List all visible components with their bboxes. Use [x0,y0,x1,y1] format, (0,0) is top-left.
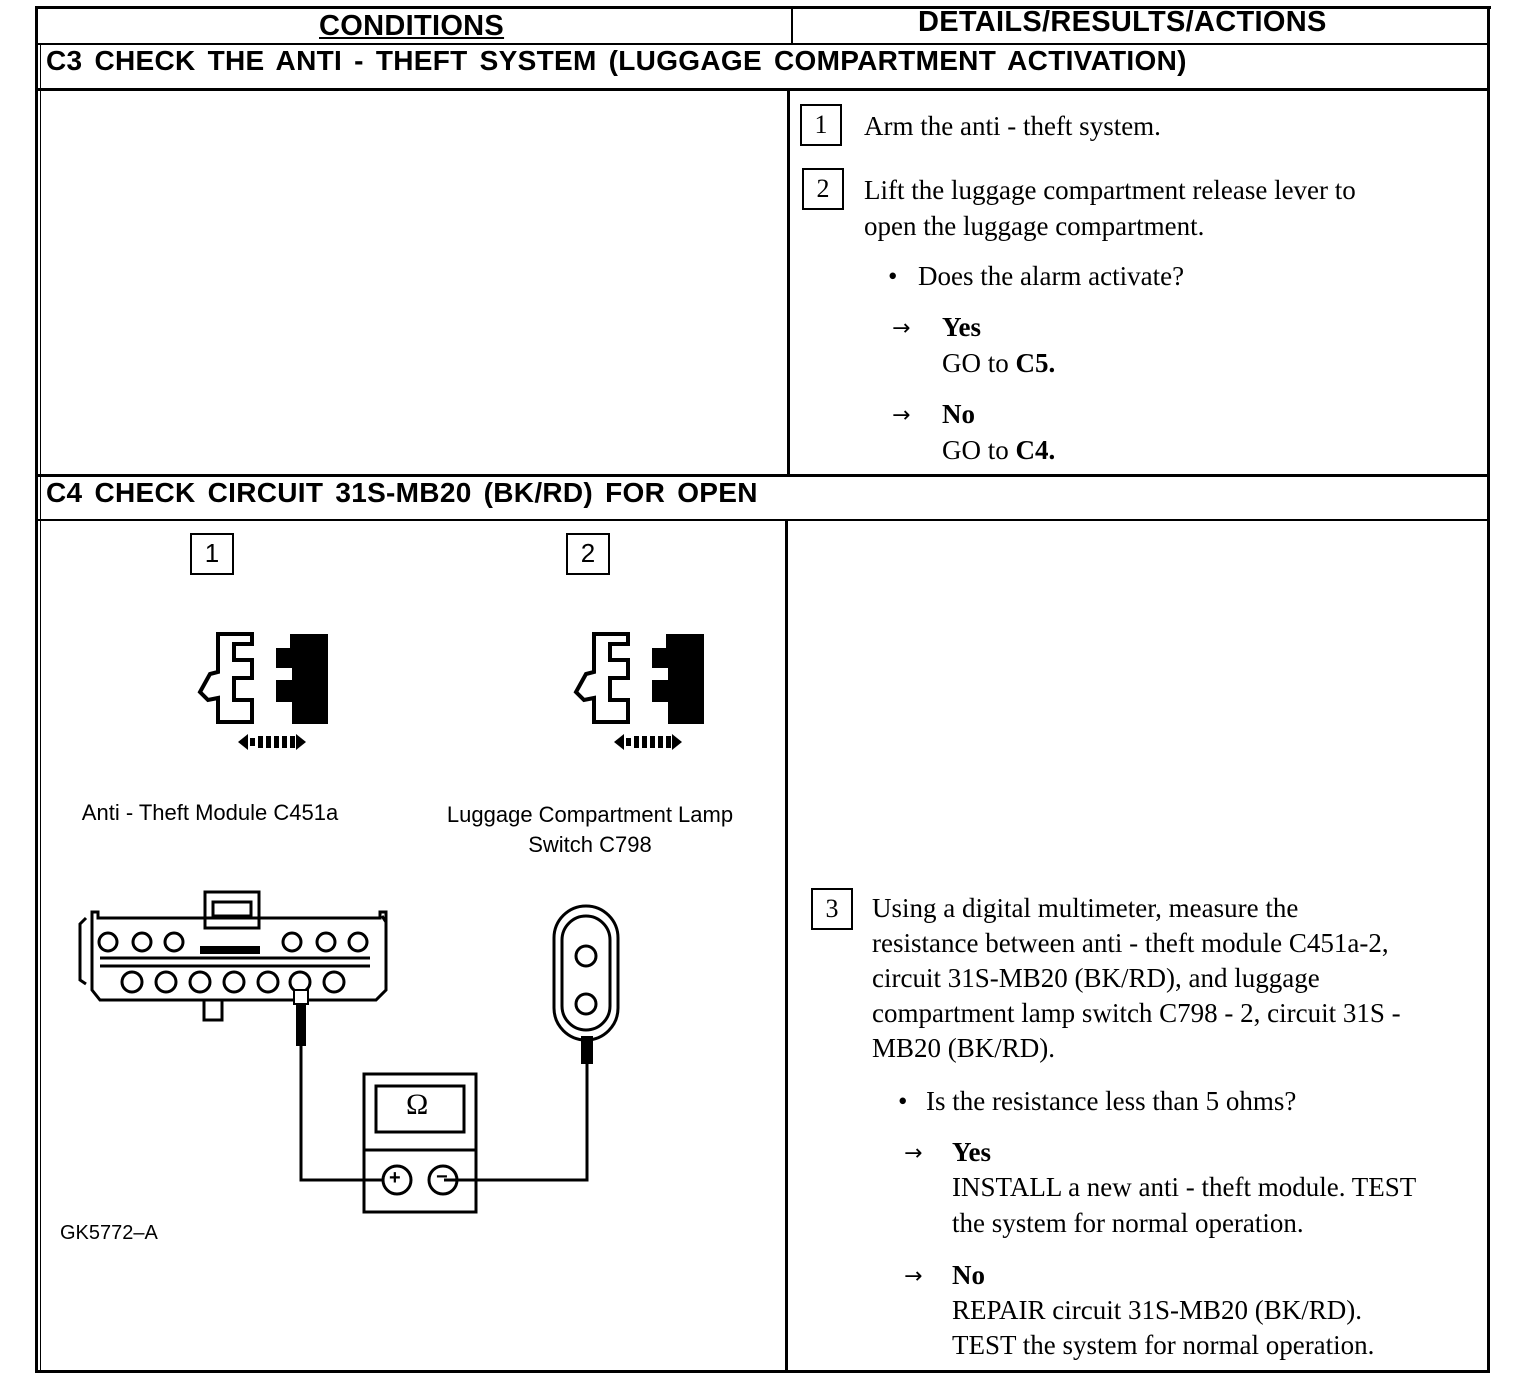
c4-no-action-line1: REPAIR circuit 31S-MB20 (BK/RD). [952,1295,1363,1325]
lamp-switch-c798 [552,904,620,1042]
figure-id: GK5772–A [60,1222,158,1244]
c4-step3-line2: resistance between anti - theft module C… [872,928,1389,958]
c3-section-title: C3 CHECK THE ANTI - THEFT SYSTEM (LUGGAG… [46,45,1187,76]
connector-diagram [78,632,704,1214]
c3-no-label: No [942,399,975,429]
header-column-divider [791,6,793,44]
plus-terminal-icon: + [389,1167,401,1189]
c4-step3-number: 3 [811,888,853,930]
minus-terminal-icon: − [436,1166,448,1188]
disconnect-connector-icon-2 [573,632,704,750]
details-header: DETAILS/RESULTS/ACTIONS [918,6,1327,38]
digital-multimeter [362,1072,478,1214]
c3-question: Does the alarm activate? [918,261,1185,291]
c3-step2-text-line2: open the luggage compartment. [864,211,1205,241]
c3-yes-arrow-icon: → [892,316,911,341]
c4-step3-line4: compartment lamp switch C798 - 2, circui… [872,998,1401,1028]
c3-no-arrow-icon: → [892,403,911,428]
c4-yes-label: Yes [952,1137,991,1167]
module-connector-c451a [78,890,388,1022]
ohm-icon: Ω [406,1088,429,1121]
diagram-step2-box: 2 [566,533,610,575]
c4-yes-action-line1: INSTALL a new anti - theft module. TEST [952,1172,1417,1202]
c4-step3-line5: MB20 (BK/RD). [872,1033,1056,1063]
c4-step3-line1: Using a digital multimeter, measure the [872,893,1299,923]
c4-yes-action-line2: the system for normal operation. [952,1208,1304,1238]
c3-yes-action-prefix: GO to [942,348,1016,378]
caption-lamp-switch-line2: Switch C798 [528,832,652,857]
table-border-right [1487,6,1490,1373]
c3-step1-number: 1 [800,104,842,146]
c4-no-arrow-icon: → [904,1264,923,1289]
c3-step2-text-line1: Lift the luggage compartment release lev… [864,175,1356,205]
table-border-left-inner [40,44,41,1373]
diagram-step1-box: 1 [190,533,234,575]
c3-yes-action: GO to C5. [942,345,1055,381]
c3-yes-action-target: C5. [1015,348,1056,378]
c3-column-divider [787,90,790,476]
c3-step1-text: Arm the anti - theft system. [864,111,1161,141]
c4-bullet: • [898,1086,908,1116]
c4-question: Is the resistance less than 5 ohms? [926,1086,1297,1116]
c3-no-action: GO to C4. [942,432,1055,468]
caption-anti-theft-module: Anti - Theft Module C451a [81,800,339,825]
c3-bullet: • [888,261,898,291]
c3-no-action-target: C4. [1015,435,1056,465]
c3-no-action-prefix: GO to [942,435,1016,465]
c4-no-action-line2: TEST the system for normal operation. [952,1330,1375,1360]
c4-step3-line3: circuit 31S-MB20 (BK/RD), and luggage [872,963,1320,993]
c4-column-divider [785,520,788,1372]
table-border-top [37,6,1491,9]
c4-yes-arrow-icon: → [904,1141,923,1166]
disconnect-connector-icon-1 [197,632,328,750]
c3-step2-number: 2 [802,168,844,210]
c4-no-label: No [952,1260,985,1290]
header-bottom-rule [37,43,1489,45]
c4-title-bottom-rule [37,519,1489,521]
c3-title-rule [37,88,1489,91]
caption-lamp-switch-line1: Luggage Compartment Lamp [446,802,734,827]
test-leads [299,1046,589,1182]
table-border-bottom [35,1370,1490,1373]
c4-title-top-rule [37,474,1489,477]
c3-yes-label: Yes [942,312,981,342]
conditions-header: CONDITIONS [319,10,505,42]
c4-section-title: C4 CHECK CIRCUIT 31S-MB20 (BK/RD) FOR OP… [46,477,758,508]
table-border-left [35,6,38,1373]
